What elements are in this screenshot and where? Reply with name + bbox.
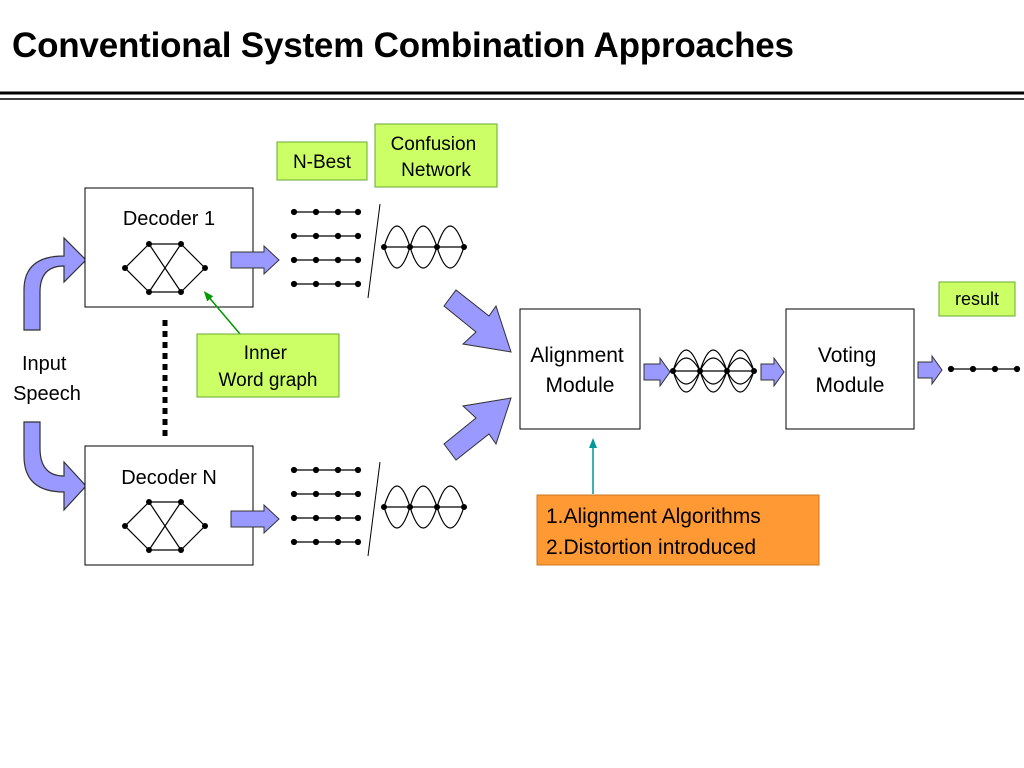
decoder-n-box: Decoder N: [84, 445, 254, 566]
nbest-list-bottom-icon: [290, 466, 362, 546]
decoder-1-box: Decoder 1: [84, 187, 254, 308]
input-arrow-bottom-icon: [23, 421, 87, 512]
voting-output-arrow-icon: [917, 354, 943, 386]
svg-text:Voting Module: Voting Module: [816, 344, 885, 397]
slide-title: Conventional System Combination Approach…: [12, 26, 794, 65]
top-to-alignment-arrow-icon: [443, 289, 512, 353]
decoder-1-label: Decoder 1: [123, 208, 215, 230]
nbest-list-top-icon: [290, 208, 362, 288]
decoder-n-output-arrow-icon: [230, 503, 280, 535]
voting-input-arrow-icon: [760, 356, 785, 388]
inner-word-graph-arrow-icon: [203, 291, 241, 335]
decoder-1-output-arrow-icon: [230, 244, 280, 276]
decoder-n-label: Decoder N: [121, 467, 217, 489]
title-underline: [0, 91, 1024, 100]
input-speech-label: Input Speech: [13, 353, 81, 405]
alignment-module-box: Alignment Module: [519, 308, 641, 430]
svg-text:Alignment Module: Alignment Module: [530, 344, 629, 397]
result-sequence-icon: [947, 365, 1021, 373]
result-label: result: [938, 281, 1016, 317]
alignment-output-arrow-icon: [643, 356, 671, 388]
svg-text:1.Alignment Algorithms 2: 1.Alignment Algorithms 2.Distortion intr…: [546, 505, 767, 559]
confusion-network-top-icon: [381, 225, 467, 269]
svg-text:result: result: [955, 289, 999, 309]
inner-word-graph-label: Inner Word graph: [196, 333, 340, 398]
confusion-network-bottom-icon: [381, 485, 467, 529]
svg-text:Inner Word graph: Inner Word graph: [219, 343, 318, 391]
word-graph-icon: [124, 243, 206, 293]
voting-module-box: Voting Module: [785, 308, 915, 430]
input-arrow-top-icon: [23, 236, 87, 331]
word-graph-icon: [124, 501, 206, 551]
confusion-network-label: Confusion Network: [374, 123, 498, 188]
combined-confusion-network-icon: [670, 349, 757, 393]
bottom-to-alignment-arrow-icon: [443, 397, 512, 461]
svg-text:Confusion Network: Confusion Network: [391, 134, 482, 181]
svg-text:N-Best: N-Best: [293, 152, 352, 173]
nbest-label: N-Best: [276, 141, 368, 181]
separator-line: [367, 461, 381, 557]
alignment-issues-box: 1.Alignment Algorithms 2.Distortion intr…: [536, 494, 820, 566]
separator-line: [367, 203, 381, 299]
